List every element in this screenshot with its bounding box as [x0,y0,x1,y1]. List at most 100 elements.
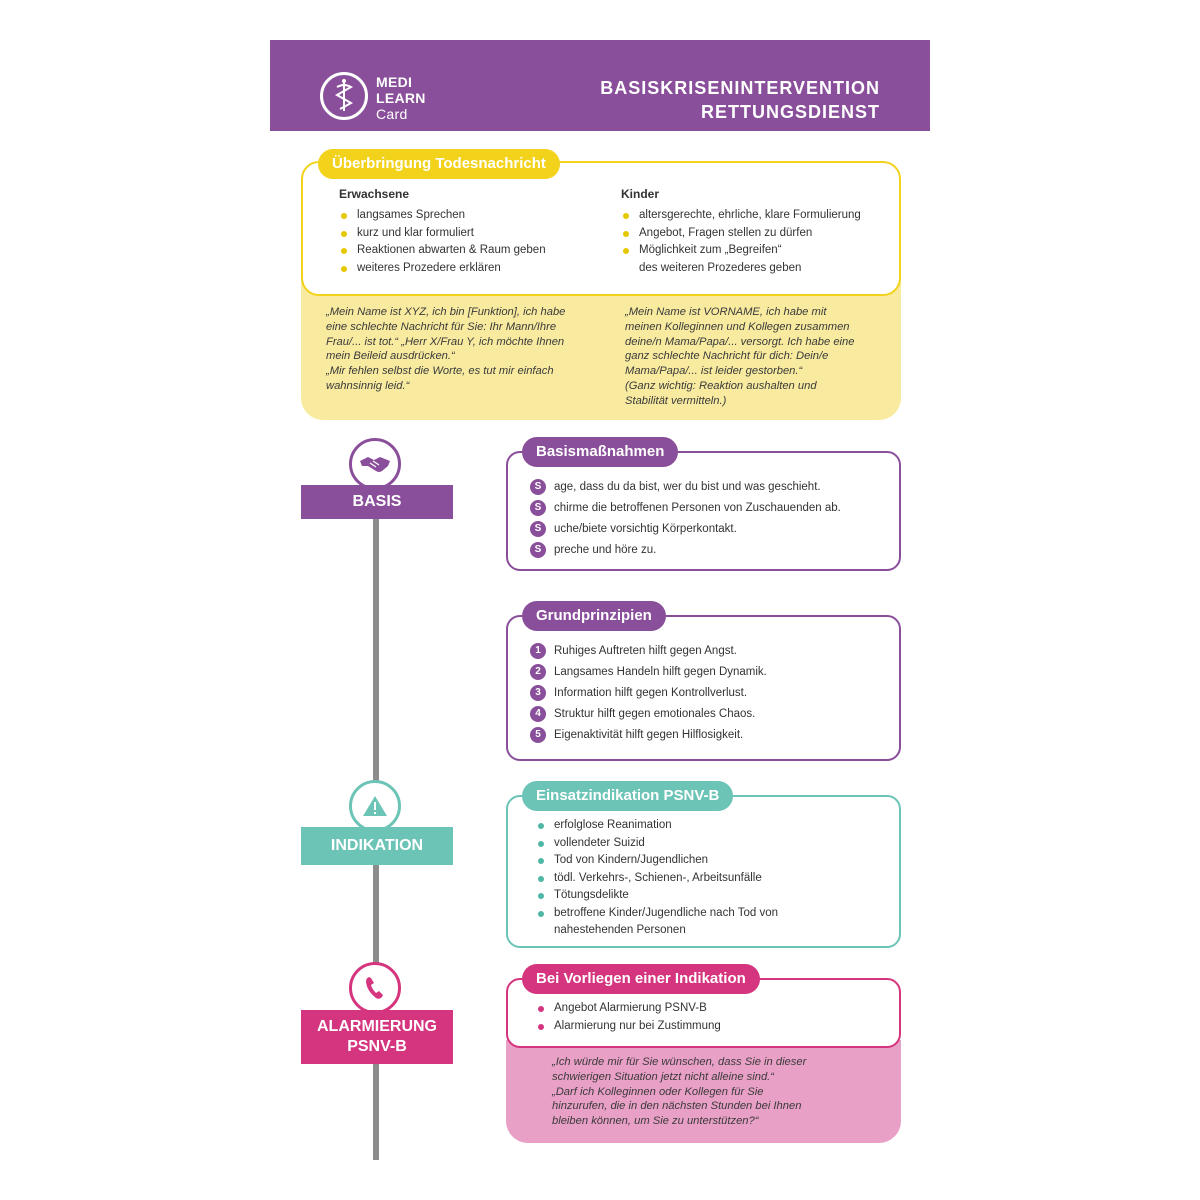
indikation-box: erfolglose Reanimation vollendeter Suizi… [506,795,901,948]
list-item: 5 Eigenaktivität hilft gegen Hilflosigkei… [530,725,890,746]
alarm-quote-area [506,1040,901,1143]
s-badge: S [530,500,546,516]
list-item-text: Ruhiges Auftreten hilft gegen Angst. [554,645,737,657]
quote-line: ganz schlechte Nachricht für dich: Dein/… [625,350,829,363]
quote-adults: „Mein Name ist XYZ, ich bin [Funktion], … [326,305,616,394]
list-item: Tod von Kindern/Jugendlichen [536,852,886,870]
caduceus-logo-icon [320,72,368,120]
logo-text: MEDI LEARN Card [376,74,426,122]
adults-column: Erwachsene langsames Sprechen kurz und k… [339,187,609,277]
list-item-text-cont: nahestehenden Personen [554,924,686,936]
list-item-text: chirme die betroffenen Personen von Zusc… [554,502,841,514]
quote-line: „Mein Name ist VORNAME, ich habe mit [625,306,827,318]
list-item-text: uche/biete vorsichtig Körperkontakt. [554,523,737,535]
list-item-text: Struktur hilft gegen emotionales Chaos. [554,708,756,720]
logo-line-3: Card [376,106,408,122]
list-item-text: Eigenaktivität hilft gegen Hilflosigkeit… [554,729,744,741]
kids-column: Kinder altersgerechte, ehrliche, klare F… [621,187,891,277]
list-item: weiteres Prozedere erklären [339,260,609,278]
quote-kids: „Mein Name ist VORNAME, ich habe mit mei… [625,305,900,409]
s-badge: S [530,542,546,558]
alarm-quote: „Ich würde mir für Sie wünschen, dass Si… [552,1055,892,1129]
logo-line-2: LEARN [376,90,426,106]
quote-line: Stabilität vermitteln.) [625,394,727,407]
s-badge: S [530,521,546,537]
quote-line: schwierigen Situation jetzt nicht allein… [552,1070,775,1083]
quote-line: bleiben können, um Sie zu unterstützen?“ [552,1115,759,1128]
list-item: Reaktionen abwarten & Raum geben [339,242,609,260]
list-item-text: betroffene Kinder/Jugendliche nach Tod v… [554,906,778,919]
number-badge: 1 [530,643,546,659]
timeline-indikation-label: INDIKATION [301,827,453,865]
adults-heading: Erwachsene [339,187,410,201]
basis-title: Basismaßnahmen [522,437,679,467]
quote-line: „Darf ich Kolleginnen oder Kollegen für … [552,1085,764,1098]
todesnachricht-box: Erwachsene langsames Sprechen kurz und k… [301,161,901,296]
timeline-basis-label: BASIS [301,485,453,519]
warning-icon [349,780,401,832]
alarm-title: Bei Vorliegen einer Indikation [522,964,760,994]
indikation-list: erfolglose Reanimation vollendeter Suizi… [536,817,886,940]
quote-line: „Ich würde mir für Sie wünschen, dass Si… [552,1056,807,1068]
list-item: vollendeter Suizid [536,835,886,853]
card-header: MEDI LEARN Card BASISKRISENINTERVENTION … [270,40,930,131]
quote-line: (Ganz wichtig: Reaktion aushalten und [625,379,817,392]
logo-line-1: MEDI [376,74,413,90]
list-item: 1 Ruhiges Auftreten hilft gegen Angst. [530,641,890,662]
quote-line: mein Beileid ausdrücken.“ [326,350,455,363]
timeline-alarm-label: ALARMIERUNG PSNV-B [301,1010,453,1064]
number-badge: 4 [530,706,546,722]
medilearn-card: MEDI LEARN Card BASISKRISENINTERVENTION … [270,40,930,1160]
kids-list: altersgerechte, ehrliche, klare Formulie… [621,207,891,277]
quote-line: Frau/... ist tot.“ „Herr X/Frau Y, ich m… [326,335,565,348]
list-item: langsames Sprechen [339,207,609,225]
quote-line: Mama/Papa/... ist leider gestorben.“ [625,365,803,378]
title-line-1: BASISKRISENINTERVENTION [600,78,880,98]
quote-line: „Mein Name ist XYZ, ich bin [Funktion], … [326,306,566,318]
list-item: erfolglose Reanimation [536,817,886,835]
card-title: BASISKRISENINTERVENTION RETTUNGSDIENST [600,76,880,124]
quote-line: deine/n Mama/Papa/... versorgt. Ich habe… [625,335,855,348]
list-item-text-cont: des weiteren Prozederes geben [639,261,802,274]
quote-line: wahnsinnig leid.“ [326,379,410,392]
phone-icon [349,962,401,1014]
kids-heading: Kinder [621,187,660,201]
number-badge: 5 [530,727,546,743]
title-line-2: RETTUNGSDIENST [700,102,880,122]
list-item: betroffene Kinder/Jugendliche nach Tod v… [536,905,886,940]
grundprinzipien-title: Grundprinzipien [522,601,666,631]
quote-line: meinen Kolleginnen und Kollegen zusammen [625,320,850,333]
number-badge: 2 [530,664,546,680]
list-item: Angebot, Fragen stellen zu dürfen [621,225,891,243]
list-item: 4 Struktur hilft gegen emotionales Chaos. [530,704,890,725]
list-item-text: preche und höre zu. [554,544,657,556]
quote-line: „Mir fehlen selbst die Worte, es tut mir… [326,365,554,378]
todesnachricht-title: Überbringung Todesnachricht [318,149,560,179]
list-item-text: age, dass du da bist, wer du bist und wa… [554,481,821,493]
quote-line: eine schlechte Nachricht für Sie: Ihr Ma… [326,320,557,333]
handshake-icon [349,438,401,490]
list-item: Alarmierung nur bei Zustimmung [536,1018,886,1036]
list-item: Möglichkeit zum „Begreifen“ des weiteren … [621,242,891,277]
list-item: Angebot Alarmierung PSNV-B [536,1000,886,1018]
list-item: tödl. Verkehrs-, Schienen-, Arbeitsunfäl… [536,870,886,888]
list-item: Tötungsdelikte [536,887,886,905]
indikation-title: Einsatzindikation PSNV-B [522,781,734,811]
list-item-text: Langsames Handeln hilft gegen Dynamik. [554,666,767,678]
adults-list: langsames Sprechen kurz und klar formuli… [339,207,609,277]
number-badge: 3 [530,685,546,701]
quote-line: hinzurufen, die in den nächsten Stunden … [552,1100,802,1113]
alarm-list: Angebot Alarmierung PSNV-B Alarmierung n… [536,1000,886,1035]
list-item-text: Möglichkeit zum „Begreifen“ [639,244,782,256]
alarm-label-line-1: ALARMIERUNG [317,1018,437,1035]
list-item: altersgerechte, ehrliche, klare Formulie… [621,207,891,225]
